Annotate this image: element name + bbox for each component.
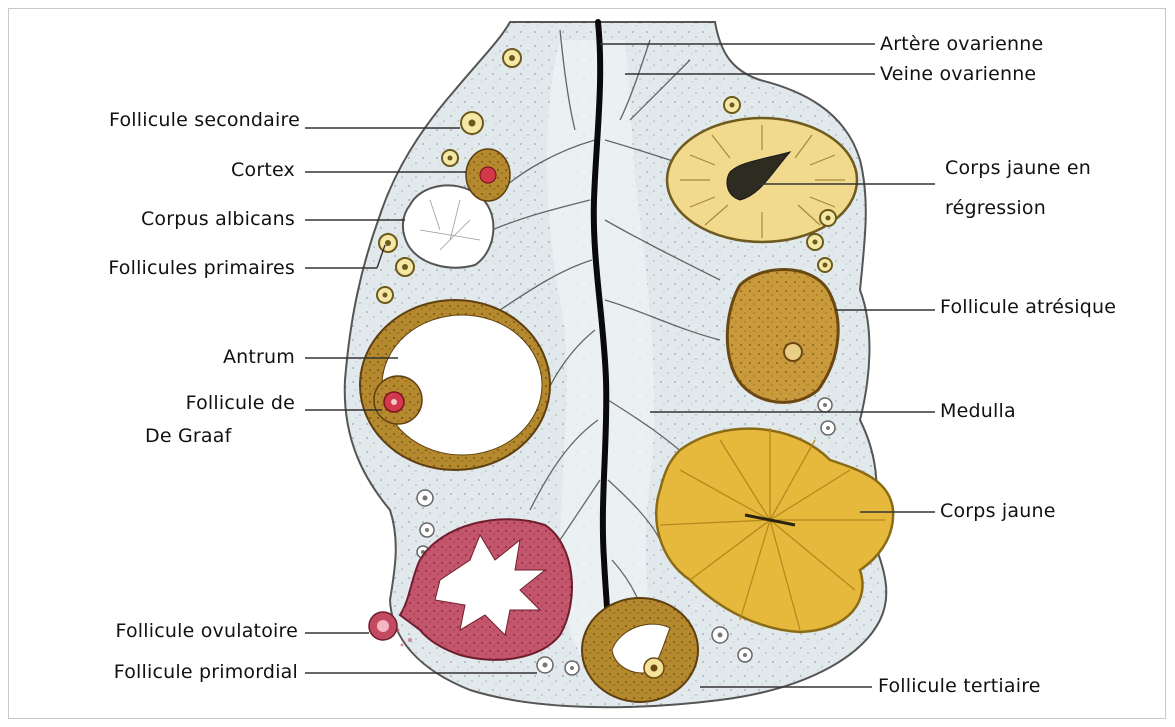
label-veine-ovarienne: Veine ovarienne [880, 63, 1036, 85]
label-follicule-ovulatoire: Follicule ovulatoire [20, 620, 298, 642]
follicule-de-graaf [360, 300, 550, 470]
label-medulla: Medulla [940, 400, 1016, 422]
label-artere-ovarienne: Artère ovarienne [880, 33, 1043, 55]
label-corps-jaune: Corps jaune [940, 500, 1056, 522]
cortex-follicle [466, 149, 510, 201]
label-follicule-atresique: Follicule atrésique [940, 296, 1116, 318]
label-corps-jaune-regression-2: régression [945, 197, 1046, 219]
label-follicule-secondaire: Follicule secondaire [20, 109, 300, 131]
label-follicule-primordial: Follicule primordial [20, 661, 298, 683]
label-antrum: Antrum [20, 346, 295, 368]
label-follicule-tertiaire: Follicule tertiaire [878, 675, 1041, 697]
label-follicule-de-graaf-2: De Graaf [145, 425, 231, 447]
label-corps-jaune-regression-1: Corps jaune en [945, 157, 1091, 179]
label-corpus-albicans: Corpus albicans [20, 208, 295, 230]
label-follicules-primaires: Follicules primaires [20, 257, 295, 279]
follicule-tertiaire-structure [582, 598, 698, 702]
label-cortex: Cortex [20, 159, 295, 181]
label-follicule-de-graaf-1: Follicule de [20, 392, 295, 414]
follicule-atresique [727, 269, 838, 402]
